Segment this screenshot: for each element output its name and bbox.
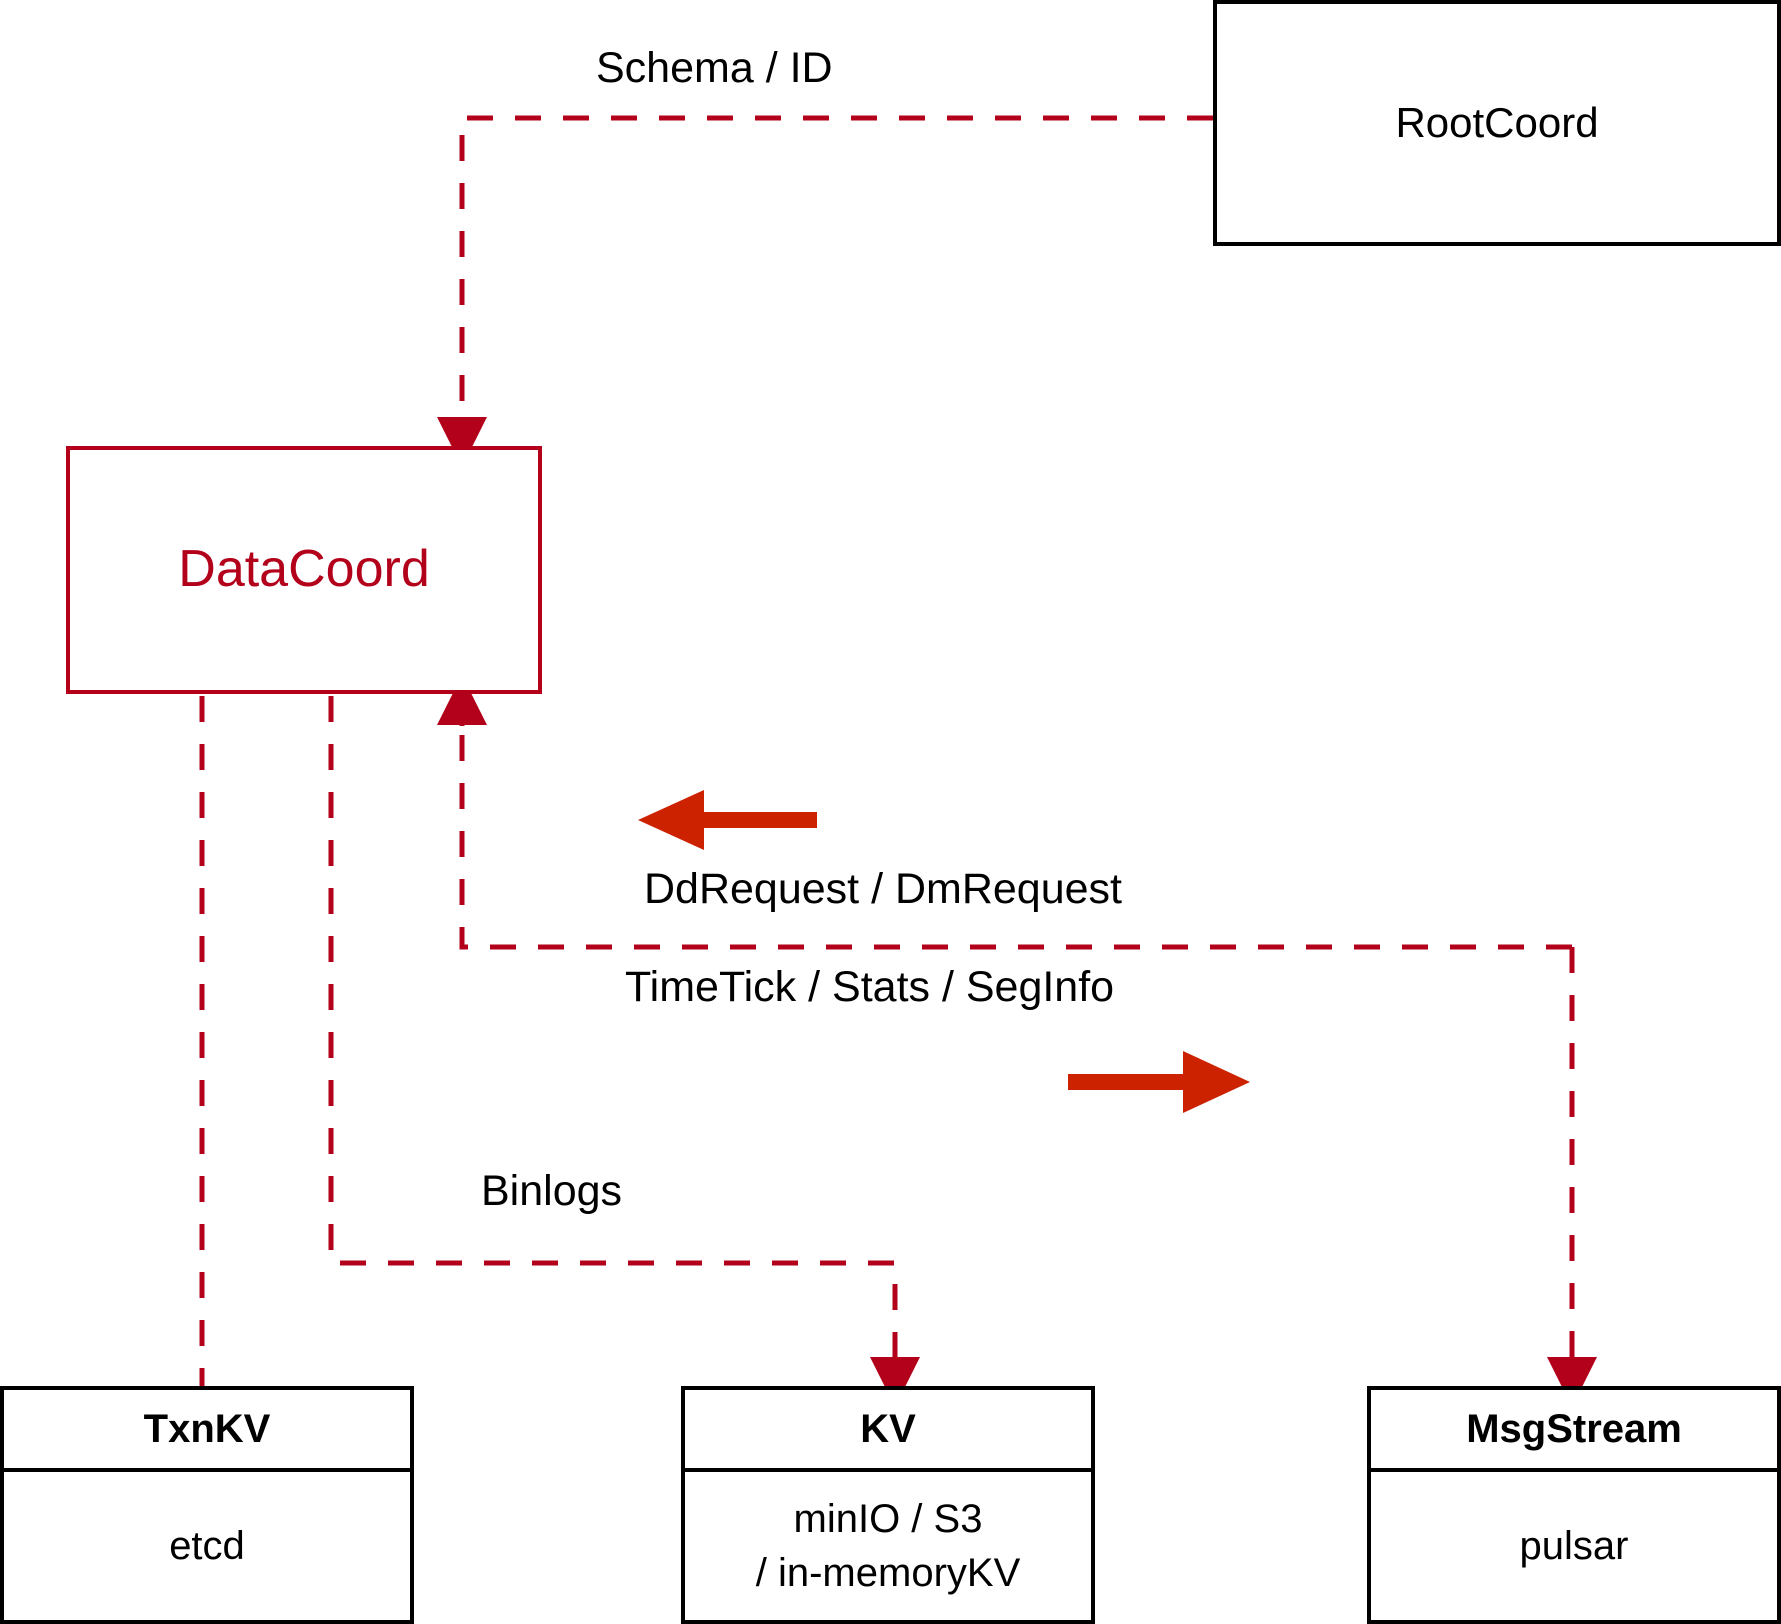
- edge-label-ddrequest-dmrequest: DdRequest / DmRequest: [644, 865, 1122, 913]
- node-kv-subtitle-line-2: / in-memoryKV: [755, 1551, 1021, 1595]
- node-rootcoord[interactable]: RootCoord: [1213, 0, 1781, 246]
- node-kv-subtitle: minIO / S3 / in-memoryKV: [685, 1472, 1091, 1620]
- node-txnkv[interactable]: TxnKV etcd: [0, 1386, 414, 1624]
- node-msgstream-divider: [1371, 1468, 1777, 1472]
- node-msgstream[interactable]: MsgStream pulsar: [1367, 1386, 1781, 1624]
- node-msgstream-subtitle: pulsar: [1519, 1524, 1629, 1568]
- edge-label-timetick-stats-seginfo: TimeTick / Stats / SegInfo: [625, 963, 1115, 1011]
- direction-arrow-right-icon: [1068, 1051, 1250, 1113]
- node-kv-divider: [685, 1468, 1091, 1472]
- node-kv-title: KV: [860, 1407, 916, 1451]
- edge-schema-id: [437, 115, 1213, 467]
- edge-binlogs: [328, 696, 920, 1407]
- node-txnkv-title: TxnKV: [143, 1407, 271, 1451]
- node-kv[interactable]: KV minIO / S3 / in-memoryKV: [681, 1386, 1095, 1624]
- node-kv-subtitle-line-1: minIO / S3: [793, 1497, 983, 1541]
- node-txnkv-divider: [4, 1468, 410, 1472]
- node-rootcoord-title: RootCoord: [1395, 98, 1599, 146]
- edge-label-binlogs: Binlogs: [481, 1167, 623, 1215]
- node-txnkv-subtitle: etcd: [169, 1524, 245, 1568]
- node-msgstream-title: MsgStream: [1466, 1407, 1682, 1451]
- edge-label-schema-id: Schema / ID: [596, 44, 833, 92]
- node-datacoord[interactable]: DataCoord: [66, 446, 542, 694]
- direction-arrow-left-icon: [638, 790, 817, 850]
- node-datacoord-title: DataCoord: [178, 540, 430, 599]
